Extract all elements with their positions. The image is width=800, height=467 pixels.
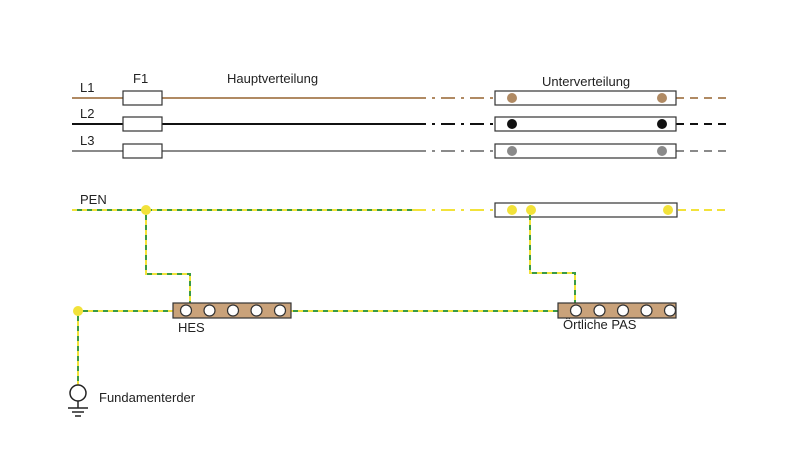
terminal-l2-right xyxy=(657,119,667,129)
pas-busbar xyxy=(557,302,677,319)
hes-terminal-4 xyxy=(250,304,263,317)
hes-terminal-5 xyxy=(273,304,287,317)
label-local-pas: Örtliche PAS xyxy=(563,317,637,332)
earth-icon xyxy=(68,384,88,417)
pas-terminal-4 xyxy=(640,304,653,317)
subdist-bar-pen xyxy=(494,202,678,218)
label-l1: L1 xyxy=(80,80,94,95)
fuse-l2 xyxy=(122,116,163,132)
label-l3: L3 xyxy=(80,133,94,148)
label-hes: HES xyxy=(178,320,205,335)
label-main-distribution: Hauptverteilung xyxy=(227,71,318,86)
pas-terminal-2 xyxy=(593,304,606,317)
pe-branch-pas xyxy=(529,210,576,303)
hes-terminal-2 xyxy=(203,304,216,317)
pas-terminal-1 xyxy=(569,304,583,317)
fuse-l3 xyxy=(122,143,163,159)
hes-terminal-3 xyxy=(226,304,240,317)
terminal-l1-right xyxy=(657,93,667,103)
subdist-bar-l1 xyxy=(494,90,677,106)
subdist-bar-l2 xyxy=(494,116,677,132)
bonding-conductor xyxy=(77,310,558,385)
hes-busbar xyxy=(172,302,292,319)
junction-earth xyxy=(73,306,83,316)
label-l2: L2 xyxy=(80,106,94,121)
pas-terminal-3 xyxy=(616,304,630,317)
terminal-pen-3 xyxy=(663,205,673,215)
terminal-l1-left xyxy=(507,93,517,103)
terminal-pen-1 xyxy=(507,205,517,215)
label-pen: PEN xyxy=(80,192,107,207)
fuse-l1 xyxy=(122,90,163,106)
subdist-bar-l3 xyxy=(494,143,677,159)
terminal-l2-left xyxy=(507,119,517,129)
label-sub-distribution: Unterverteilung xyxy=(542,74,630,89)
label-fuse: F1 xyxy=(133,71,148,86)
hes-terminal-1 xyxy=(179,304,193,317)
pas-terminal-5 xyxy=(663,304,677,317)
terminal-l3-right xyxy=(657,146,667,156)
pe-branch-hes xyxy=(145,210,191,303)
terminal-l3-left xyxy=(507,146,517,156)
label-earth-electrode: Fundamenterder xyxy=(99,390,196,405)
